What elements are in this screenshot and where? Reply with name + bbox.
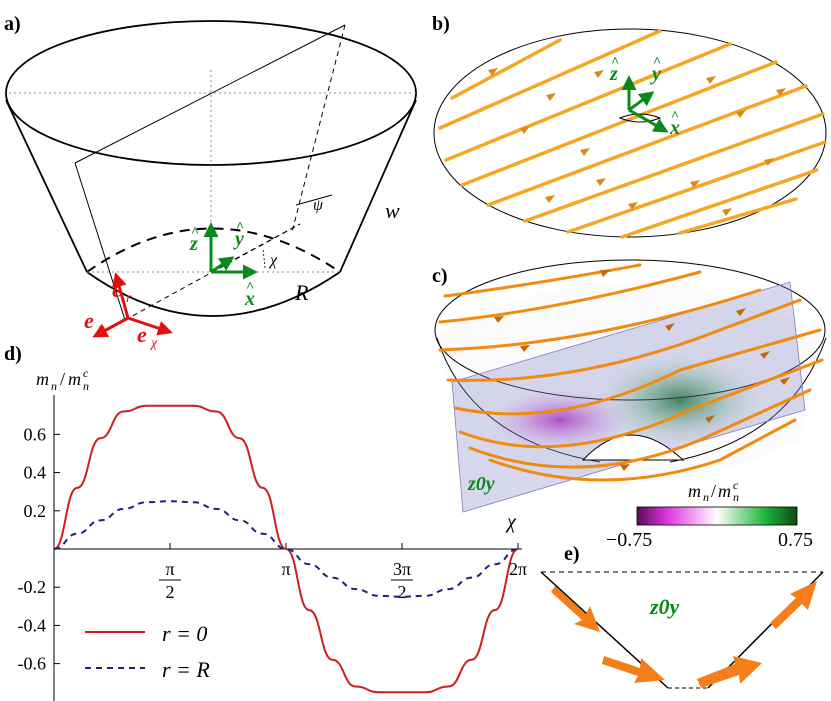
x-tick-label: π [281, 559, 290, 579]
z-hat-caret-b: ^ [611, 55, 619, 70]
y-hat-label-b: y [650, 63, 661, 85]
x-hat-label-b: x [669, 117, 680, 139]
chart-y-ticks: 0.6 0.4 0.2 -0.2 -0.4 -0.6 [18, 424, 60, 674]
colorbar-min-label: −0.75 [606, 529, 652, 551]
chart-ylabel-n: n [51, 379, 57, 393]
chart-ylabel-slash: / [60, 369, 65, 389]
colorbar-title-sup: c [733, 478, 739, 492]
colorbar [636, 506, 798, 526]
chart-ylabel-m2: m [68, 369, 81, 389]
y-tick-label: -0.4 [18, 615, 47, 635]
y-tick-label: -0.2 [18, 577, 47, 597]
stream-arrowheads-c [494, 270, 790, 471]
colorbar-title-n: n [703, 490, 709, 504]
x-tick-label: 3π [393, 559, 411, 579]
colorbar-title-m: m [688, 481, 701, 501]
bottom-rim-back [86, 227, 341, 273]
x-axis-arrow-b [628, 108, 669, 133]
z-hat-label: z [189, 233, 198, 255]
e-r-label: e [112, 277, 122, 302]
y-axis-arrow-b [628, 91, 655, 112]
e-n-subscript: n [98, 322, 105, 337]
z-hat-caret: ^ [191, 225, 199, 240]
colorbar-title-n2: n [733, 490, 739, 504]
y-tick-label: 0.2 [24, 501, 47, 521]
y-tick-label: 0.4 [24, 463, 47, 483]
e-n-label: e [84, 308, 94, 333]
chart-ylabel-m: m [36, 369, 49, 389]
streamlines-c [438, 263, 824, 482]
chart-series [53, 404, 519, 694]
y-hat-caret: ^ [236, 220, 244, 235]
panel-c-label: c) [432, 265, 448, 287]
e-r-subscript: r [126, 291, 132, 306]
x-hat-caret-b: ^ [671, 109, 679, 124]
panel-c: c) z0y m [432, 259, 827, 551]
chart-legend: r = 0 r = R [85, 621, 210, 682]
e-r-arrow [112, 272, 130, 319]
x-hat-caret: ^ [246, 280, 254, 295]
plane-label-e: z0y [649, 594, 680, 619]
y-axis-arrow [210, 256, 235, 274]
generator-line [74, 24, 346, 164]
panel-d-label: d) [4, 343, 22, 365]
panel-b: b) [432, 13, 827, 239]
chart-ylabel-sup: c [83, 366, 89, 380]
cone-left-side [5, 99, 88, 273]
chi-radius [210, 223, 301, 273]
colorbar-max-label: 0.75 [778, 529, 813, 551]
panel-e: e) z0y [540, 543, 824, 689]
e-n-arrow [92, 316, 129, 338]
e-chi-label: e [137, 322, 147, 347]
colorbar-title-m2: m [718, 481, 731, 501]
series-line-r0 [53, 404, 519, 694]
x-hat-label: x [244, 288, 255, 310]
y-hat-label: y [233, 228, 244, 250]
panel-a: a) ψ χ w R z ^ y ^ x ^ e r e [4, 13, 418, 351]
chart-xlabel: χ [505, 511, 517, 533]
series-line-rR [53, 500, 519, 598]
panel-a-label: a) [4, 13, 21, 35]
y-tick-label: -0.6 [18, 654, 47, 674]
magnetization-arrows-e [551, 581, 817, 688]
legend-label-r0: r = 0 [162, 621, 207, 646]
x-tick-label: π [165, 559, 174, 579]
magenta-region [490, 390, 630, 450]
chi-arc [262, 247, 266, 269]
legend-label-rR: r = R [162, 657, 210, 682]
psi-line [295, 194, 333, 206]
z-hat-label-b: z [609, 63, 618, 85]
w-label: w [385, 198, 400, 223]
psi-label: ψ [313, 197, 324, 214]
x-tick-denominator: 2 [166, 582, 175, 602]
x-tick-label: 2π [509, 559, 527, 579]
panel-e-label: e) [564, 543, 580, 565]
panel-b-label: b) [432, 13, 450, 35]
plane-label-c: z0y [467, 473, 495, 495]
cone-rim-c [434, 259, 826, 401]
x-tick-denominator: 2 [398, 582, 407, 602]
streamlines-b [438, 29, 827, 239]
e-chi-subscript: χ [149, 336, 158, 351]
y-tick-label: 0.6 [24, 424, 47, 444]
chart-ylabel-n2: n [83, 379, 89, 393]
y-hat-caret-b: ^ [653, 55, 661, 70]
cone-right-side [339, 99, 417, 273]
chi-label: χ [268, 252, 278, 269]
colorbar-slash: / [711, 481, 716, 501]
e-chi-arrow [127, 316, 173, 336]
green-region [600, 355, 760, 445]
generator-side [74, 162, 126, 321]
center-hole-b [618, 113, 662, 123]
R-label: R [294, 280, 309, 305]
panel-d: d) m n / m n c χ 0.6 0.4 0.2 -0.2 -0.4 -0.6 π… [4, 343, 527, 701]
